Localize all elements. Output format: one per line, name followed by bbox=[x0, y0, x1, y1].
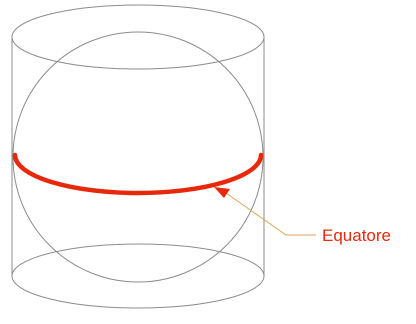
pointer-arrowhead bbox=[214, 187, 230, 198]
cylinder-top-rim bbox=[11, 4, 265, 70]
cylinder-bottom-rim-back bbox=[11, 243, 265, 277]
pointer-line bbox=[225, 192, 316, 236]
equator-line bbox=[12, 152, 264, 196]
cylinder-bottom-rim bbox=[11, 275, 265, 309]
equator-pointer bbox=[214, 187, 316, 236]
equator-label: Equatore bbox=[322, 226, 391, 245]
cylinder bbox=[11, 4, 265, 309]
